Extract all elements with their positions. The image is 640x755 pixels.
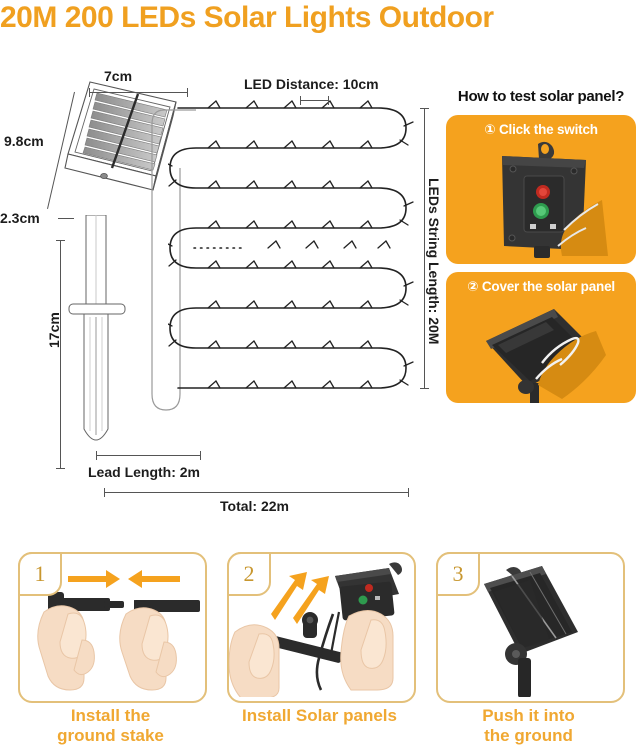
test-step-1-card: ① Click the switch (446, 115, 636, 264)
dim-tick (420, 108, 429, 109)
dim-total-length: Total: 22m (220, 498, 289, 514)
install-step-3-caption: Push it into the ground (482, 706, 575, 745)
dim-tick (300, 96, 301, 105)
dim-string-length: LEDs String Length: 20M (426, 178, 442, 345)
how-to-test-section: How to test solar panel? ① Click the swi… (446, 88, 636, 403)
lead-wire (151, 109, 196, 411)
install-step-1-number: 1 (18, 552, 62, 596)
install-step-1-image (37, 570, 200, 691)
dim-rule-lead (96, 455, 200, 456)
dim-tick (408, 488, 409, 497)
dim-tick (96, 451, 97, 460)
led-string-illustration (168, 100, 414, 389)
solar-panel-illustration (64, 81, 177, 191)
dim-tick (187, 88, 188, 97)
dim-panel-height: 9.8cm (4, 133, 44, 149)
test-step-1-image (446, 138, 636, 264)
test-step-2-label: ② Cover the solar panel (467, 279, 615, 294)
install-step-1-caption: Install the ground stake (57, 706, 164, 745)
install-step-2-card: 2 (227, 552, 416, 703)
dim-lead-length: Lead Length: 2m (88, 464, 201, 480)
install-step-3-image (484, 566, 578, 697)
dim-rule-led (300, 100, 328, 101)
dim-led-distance: LED Distance: 10cm (244, 76, 379, 92)
install-step-2-number: 2 (227, 552, 271, 596)
dim-tick (89, 88, 90, 97)
dim-rule-depth (58, 218, 74, 219)
install-step-2-caption: Install Solar panels (242, 706, 397, 725)
dim-tick (200, 451, 201, 460)
dim-rule-total (104, 492, 408, 493)
dim-panel-width: 7cm (104, 68, 133, 84)
install-step-2-image (229, 562, 402, 697)
dim-tick (56, 468, 65, 469)
dim-tick (104, 488, 105, 497)
test-step-1-label: ① Click the switch (484, 122, 598, 137)
dim-tick (420, 388, 429, 389)
test-step-2-image (446, 295, 636, 403)
dim-rule-string (424, 108, 425, 388)
install-step-1-card: 1 (18, 552, 207, 703)
dim-rule-width (89, 92, 187, 93)
test-step-2-card: ② Cover the solar panel (446, 272, 636, 403)
install-step-3-number: 3 (436, 552, 480, 596)
dim-rule-stake (60, 240, 61, 468)
install-step-3-card: 3 (436, 552, 625, 703)
dim-tick (56, 240, 65, 241)
how-to-test-heading: How to test solar panel? (446, 88, 636, 107)
page-title: 20M 200 LEDs Solar Lights Outdoor (0, 1, 494, 34)
ground-stake-illustration (68, 215, 126, 441)
dim-tick (328, 96, 329, 105)
dim-panel-depth: 2.3cm (0, 210, 40, 226)
